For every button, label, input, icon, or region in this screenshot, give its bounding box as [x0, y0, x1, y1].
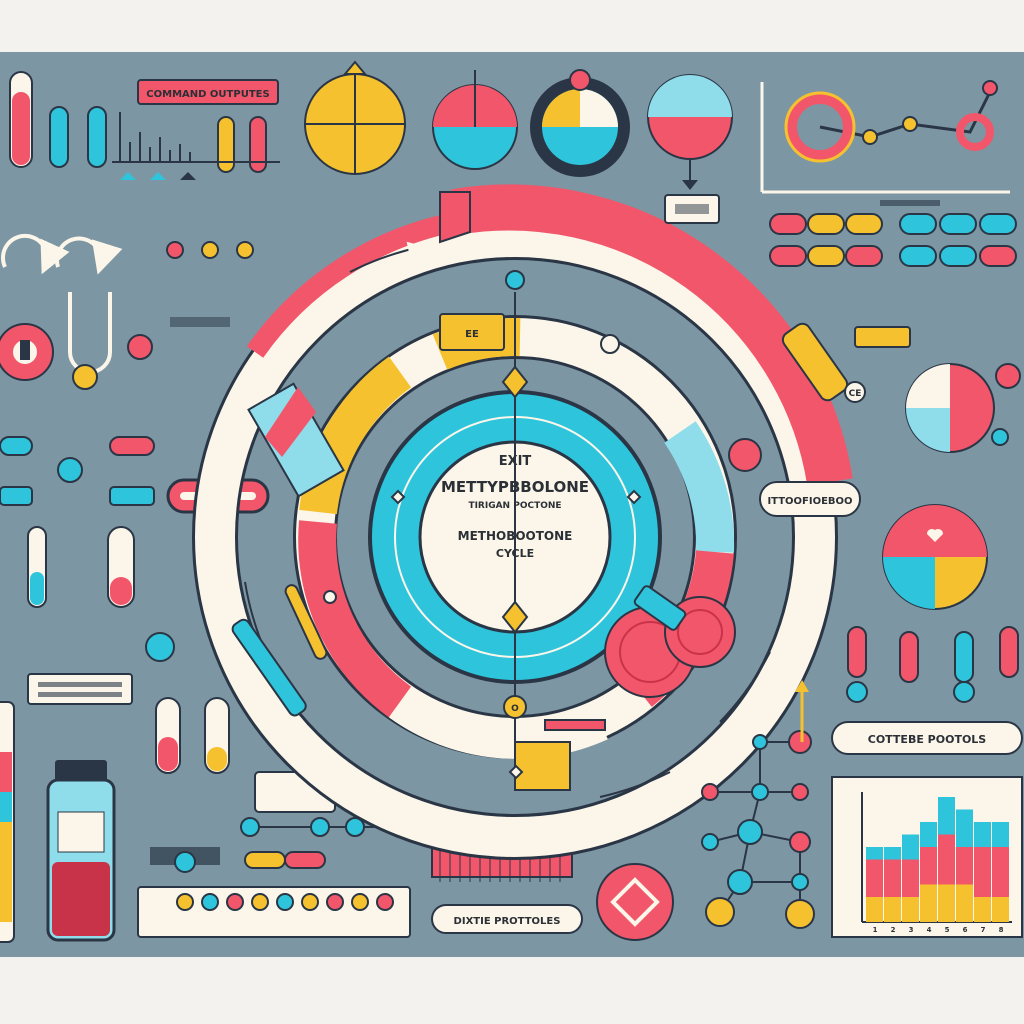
callout-tags: ITTOOFIOEBOO CE [664, 194, 911, 517]
tag-ce-label: CE [849, 389, 862, 399]
left-pins [127, 241, 254, 360]
bottom-diamond-button [596, 863, 674, 941]
cyan-pencil [231, 584, 328, 717]
left-capsules [0, 436, 270, 705]
right-pie-heart [882, 504, 988, 610]
center-line2: METTYPBBOLONE [441, 478, 589, 496]
infographic-board: COMMAND OUTPUTES [0, 52, 1024, 957]
cycle-nodes: O EE [323, 270, 762, 791]
dixie-label: DIXTIE PROTTOLES [454, 916, 561, 927]
center-line3: TIRIGAN POCTONE [468, 501, 561, 511]
bar-segment [974, 847, 991, 897]
bar-segment [920, 822, 937, 847]
bar-segment [902, 897, 919, 922]
bar-segment [938, 834, 955, 885]
capsule-grid [769, 213, 1017, 267]
medicine-bottle [46, 760, 116, 942]
yellow-pie [304, 60, 406, 175]
cottebe-pill [831, 721, 1023, 755]
right-tag-label: ITTOOFIOEBOO [767, 496, 852, 507]
top-banner-label: COMMAND OUTPUTES [146, 89, 269, 100]
bar-tick-label: 2 [891, 926, 896, 934]
cottebe-label: COTTEBE POOTOLS [868, 733, 987, 746]
red-discs [604, 585, 736, 698]
bar-segment [920, 884, 937, 922]
tag-ee-label: EE [465, 329, 479, 340]
node-label-o: O [511, 704, 519, 714]
bar-segment [902, 834, 919, 860]
outer-ring [192, 184, 853, 860]
bar-segment [866, 847, 883, 860]
stacked-bar-chart: 1 2 3 4 5 6 7 8 [831, 776, 1023, 938]
test-tube-group [9, 71, 267, 173]
molecule-network [701, 680, 815, 929]
right-pins [846, 626, 1019, 703]
center-line5: CYCLE [496, 547, 534, 560]
bar-segment [938, 797, 955, 835]
bar-segment [956, 884, 973, 922]
center-line4: METHOBOOTONE [458, 529, 573, 543]
left-bottom-tubes [0, 697, 230, 943]
bar-segment [974, 897, 991, 922]
bar-segment [956, 847, 973, 885]
bar-tick-label: 7 [981, 926, 986, 934]
right-pie-light [905, 363, 1021, 453]
top-right-line-chart [760, 80, 1010, 206]
left-loops [1, 233, 123, 275]
inner-ring [368, 292, 662, 782]
bar-tick-label: 3 [909, 926, 914, 934]
left-red-knob [0, 292, 112, 390]
center-title: EXIT METTYPBBOLONE TIRIGAN POCTONE METHO… [441, 454, 589, 560]
bar-segment [992, 847, 1009, 897]
bar-segment [992, 897, 1009, 922]
left-side-callouts [247, 322, 849, 498]
bar-tick-label: 8 [999, 926, 1004, 934]
top-banner [137, 79, 279, 105]
right-tag-pill [759, 481, 861, 517]
bottom-pin-row [137, 886, 411, 938]
bar-segment [884, 847, 901, 860]
diagram-canvas: COMMAND OUTPUTES [0, 60, 1023, 943]
bar-tick-label: 6 [963, 926, 968, 934]
bar-segment [920, 847, 937, 885]
center-line1: EXIT [499, 454, 532, 469]
bar-tick-label: 4 [927, 926, 932, 934]
bar-segment [902, 859, 919, 897]
red-cyan-pie [432, 70, 518, 170]
bar-segment [866, 897, 883, 922]
bar-segment [866, 859, 883, 897]
bar-segment [938, 884, 955, 922]
dixie-pill [431, 904, 583, 934]
top-bar-chart [112, 112, 280, 180]
bar-segment [884, 859, 901, 897]
bar-segment [884, 897, 901, 922]
bar-tick-label: 1 [873, 926, 878, 934]
bar-segment [992, 822, 1009, 847]
navy-ring-pie [530, 69, 630, 177]
bar-segment [956, 809, 973, 847]
bar-tick-label: 5 [945, 926, 950, 934]
bar-segment [974, 822, 991, 847]
cyan-red-pie [647, 74, 733, 190]
